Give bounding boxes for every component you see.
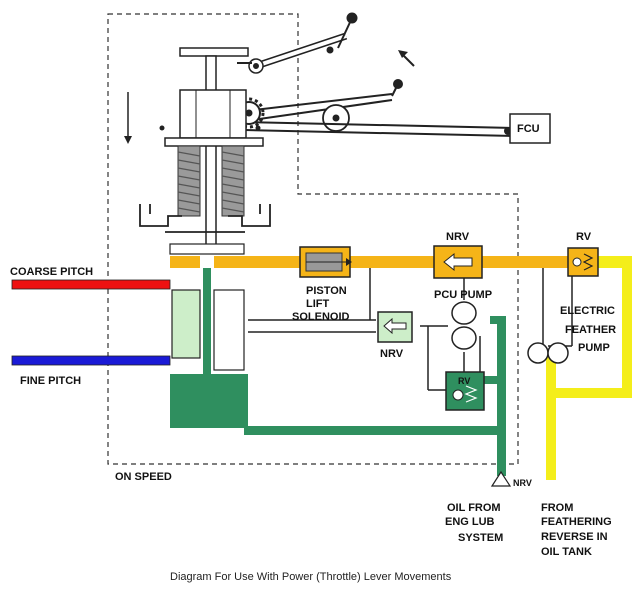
oil-from-label-2: ENG LUB (445, 516, 495, 528)
valve-land-right (213, 289, 245, 371)
rv-small-label: RV (458, 376, 470, 386)
fcu-label: FCU (517, 123, 540, 135)
from-feathering-label-3: REVERSE IN (541, 531, 608, 543)
feather-pump-icon (527, 342, 569, 364)
electric-feather-pump-label-1: ELECTRIC (560, 305, 615, 317)
throttle-linkage (233, 12, 513, 137)
nrv-top-valve (433, 245, 483, 279)
electric-feather-pump-label-2: FEATHER (565, 324, 616, 336)
fine-pitch-label: FINE PITCH (20, 375, 81, 387)
oil-from-label-3: SYSTEM (458, 532, 503, 544)
piston-lift-solenoid-label-2: LIFT (306, 298, 329, 310)
pivot-dot (255, 125, 261, 131)
valve-body-upper (169, 243, 245, 255)
pcu-pump-label: PCU PUMP (434, 289, 492, 301)
from-feathering-label-1: FROM (541, 502, 573, 514)
governor-spool (164, 47, 264, 253)
on-speed-label: ON SPEED (115, 471, 172, 483)
coarse-pitch-label: COARSE PITCH (10, 266, 93, 278)
piston-lift-solenoid-label-3: SOLENOID (292, 311, 350, 323)
feather-oil-circuit (546, 256, 632, 480)
nrv-mid-label: NRV (380, 348, 404, 360)
fcu-box (509, 113, 551, 144)
speeder-springs (177, 145, 245, 217)
oil-from-label-1: OIL FROM (447, 502, 501, 514)
down-arrow-icon (124, 92, 132, 144)
figure-caption: Diagram For Use With Power (Throttle) Le… (170, 571, 452, 583)
nrv-mid-valve (377, 311, 413, 343)
coarse-pitch-line (11, 279, 171, 290)
nrv-top-label: NRV (446, 231, 470, 243)
nrv-bottom-label: NRV (513, 478, 532, 488)
gear-pump-icon (451, 301, 477, 350)
flyweights (139, 204, 271, 233)
pivot-dot (159, 125, 165, 131)
rv-small-valve (445, 371, 485, 411)
piston-lift-solenoid-label-1: PISTON (306, 285, 347, 297)
from-feathering-label-4: OIL TANK (541, 546, 592, 558)
governor-housing-outline (107, 13, 519, 465)
piston-lift-solenoid (299, 246, 352, 278)
electric-feather-pump-label-3: PUMP (578, 342, 610, 354)
rv-top-valve (567, 247, 599, 277)
piston-chamber (171, 289, 201, 359)
nrv-bottom-valve (490, 470, 512, 487)
return-oil-circuit (170, 268, 506, 476)
fine-pitch-line (11, 355, 171, 366)
rv-top-label: RV (576, 231, 592, 243)
from-feathering-label-2: FEATHERING (541, 516, 612, 528)
diagonal-arrow-icon (398, 50, 415, 67)
